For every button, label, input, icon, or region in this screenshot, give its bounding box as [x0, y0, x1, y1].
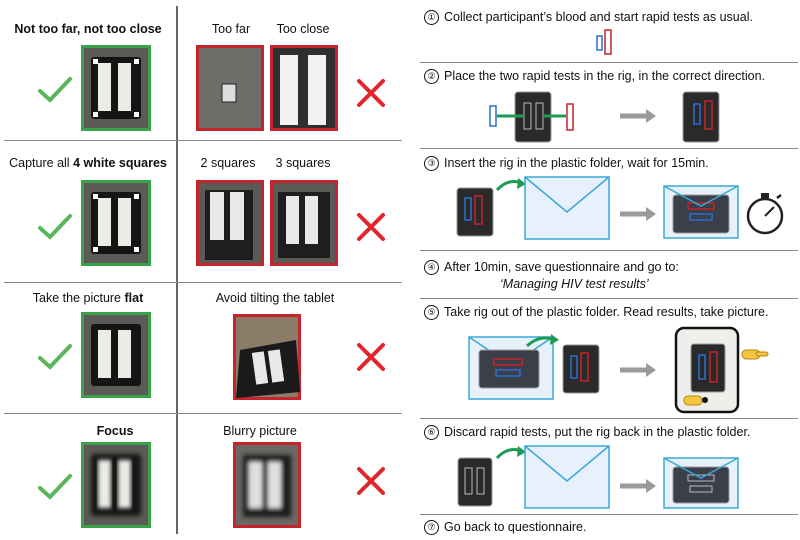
bad-label-2-squares: 2 squares — [200, 156, 256, 170]
arrow-right-icon — [646, 109, 656, 123]
good-label-squares: Capture all 4 white squares — [9, 156, 167, 170]
bad-label-too-far: Too far — [211, 22, 251, 36]
check-icon — [38, 77, 72, 103]
check-icon — [38, 474, 72, 500]
good-label-focus: Focus — [96, 424, 134, 438]
stopwatch-icon — [746, 193, 784, 235]
bad-label-3-squares: 3 squares — [275, 156, 331, 170]
bad-label-tilting: Avoid tilting the tablet — [215, 291, 335, 305]
photo-too-far — [196, 45, 264, 131]
photo-good-focus — [81, 442, 151, 528]
photo-too-close — [270, 45, 338, 131]
check-icon — [38, 344, 72, 370]
plastic-folder-icon — [524, 176, 610, 240]
check-icon — [38, 214, 72, 240]
row-divider — [4, 282, 402, 283]
column-divider — [176, 6, 178, 534]
photo-tilted — [233, 314, 301, 400]
step-divider — [420, 418, 798, 419]
good-label-distance: Not too far, not too close — [14, 22, 162, 36]
photo-2-squares — [196, 180, 264, 266]
step-divider — [420, 62, 798, 63]
step-divider — [420, 250, 798, 251]
cross-icon — [357, 467, 385, 495]
cross-icon — [357, 79, 385, 107]
good-label-flat: Take the picture flat — [32, 291, 144, 305]
rapid-test-icon — [596, 29, 612, 55]
tablet-icon — [674, 326, 740, 414]
photo-good-squares — [81, 180, 151, 266]
rig-icon — [514, 91, 552, 143]
photo-good-distance — [81, 45, 151, 131]
bad-label-too-close: Too close — [276, 22, 330, 36]
row-divider — [4, 140, 402, 141]
step-divider — [420, 148, 798, 149]
row-divider — [4, 413, 402, 414]
photo-blurry — [233, 442, 301, 528]
cross-icon — [357, 343, 385, 371]
step-4-link-text: ‘Managing HIV test results’ — [500, 277, 649, 291]
photo-good-flat — [81, 312, 151, 398]
photo-3-squares — [270, 180, 338, 266]
bad-label-blurry: Blurry picture — [223, 424, 297, 438]
step-divider — [420, 298, 798, 299]
cross-icon — [357, 213, 385, 241]
pointing-hand-icon — [683, 349, 769, 406]
step-divider — [420, 514, 798, 515]
